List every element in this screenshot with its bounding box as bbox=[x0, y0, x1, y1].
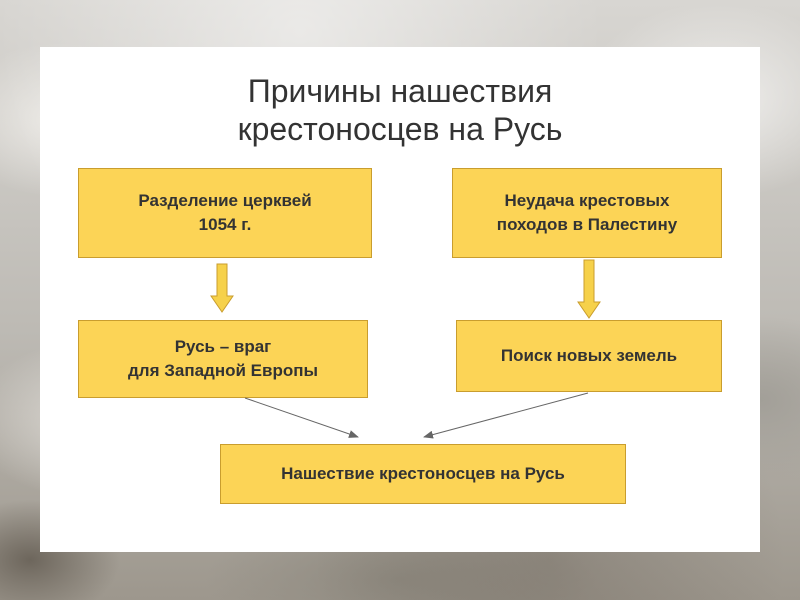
box-church-split: Разделение церквей 1054 г. bbox=[78, 168, 372, 258]
box-rus-enemy: Русь – враг для Западной Европы bbox=[78, 320, 368, 398]
box-crusades-failure: Неудача крестовых походов в Палестину bbox=[452, 168, 722, 258]
box-invasion: Нашествие крестоносцев на Русь bbox=[220, 444, 626, 504]
title-line-1: Причины нашествия bbox=[247, 73, 553, 109]
slide-title: Причины нашествия крестоносцев на Русь bbox=[0, 72, 800, 148]
title-line-2: крестоносцев на Русь bbox=[237, 111, 563, 147]
box-new-lands: Поиск новых земель bbox=[456, 320, 722, 392]
